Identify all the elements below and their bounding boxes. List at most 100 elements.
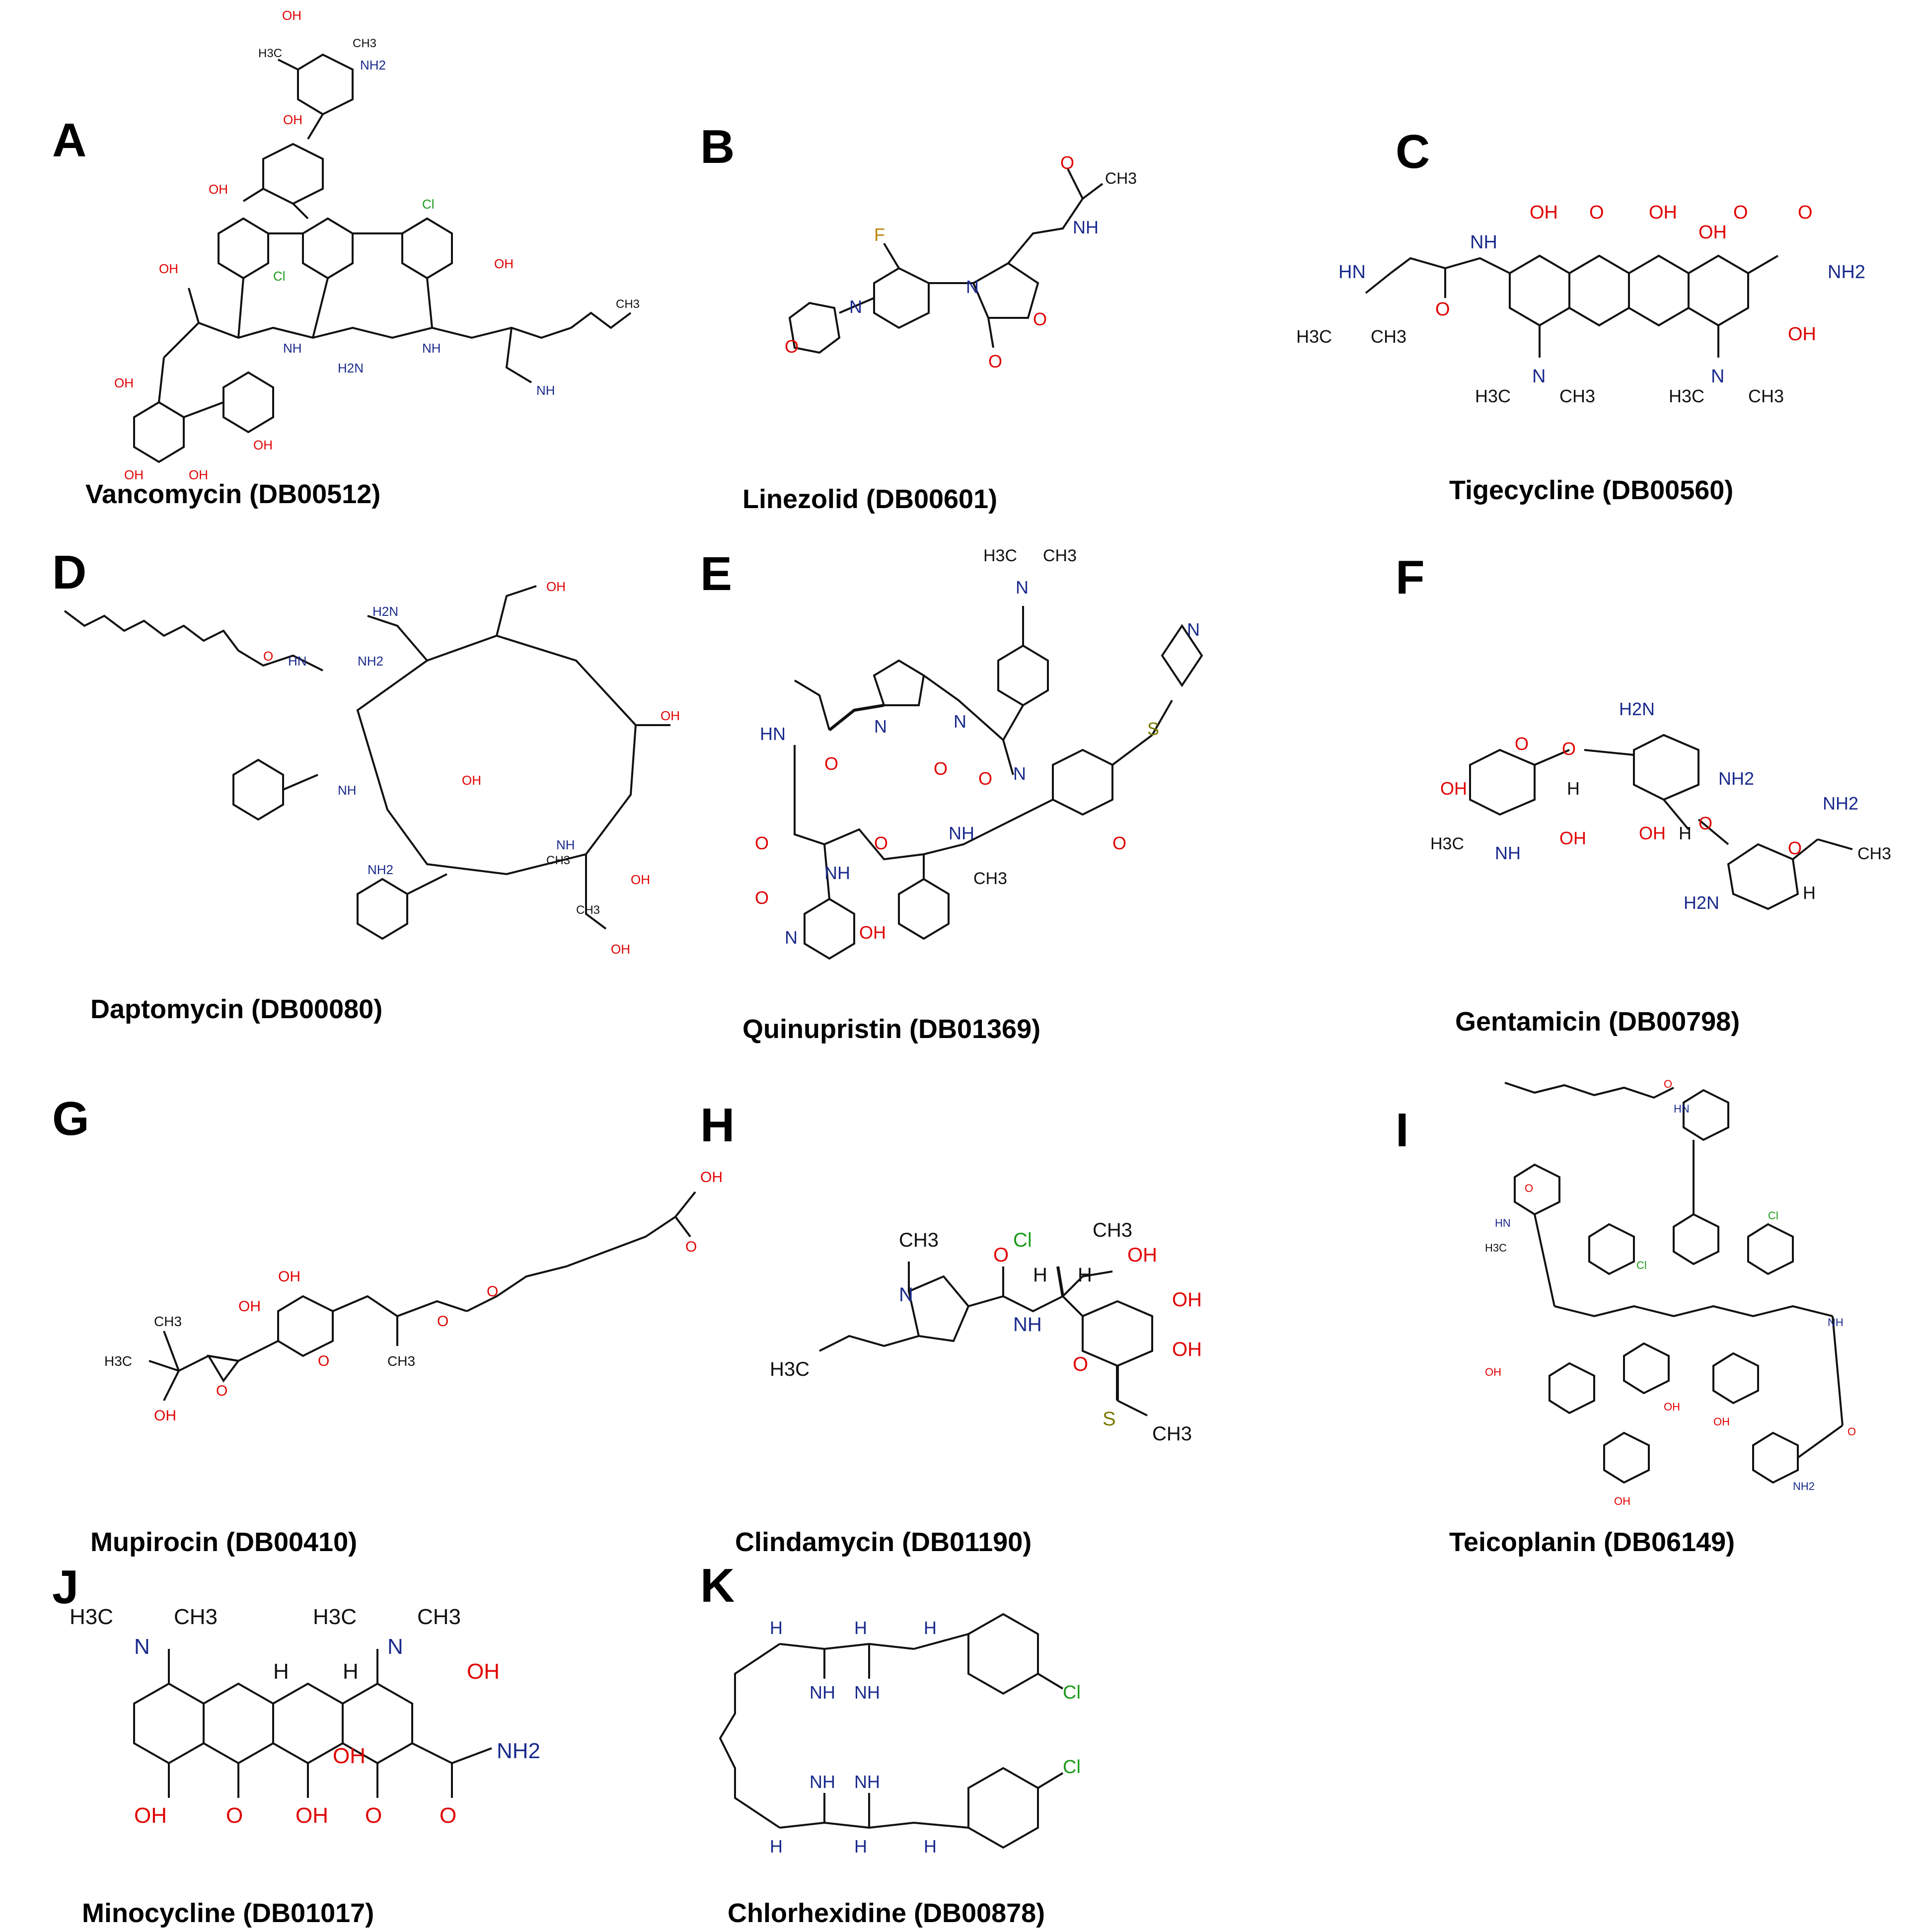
o-label: O <box>988 351 1002 372</box>
o-label: O <box>755 888 769 908</box>
nh2-label: NH2 <box>1828 262 1865 283</box>
n-label: N <box>1532 366 1546 387</box>
h-label: H <box>1567 778 1580 799</box>
panel-letter: J <box>52 1560 79 1614</box>
h3c-label: H3C <box>1430 834 1464 853</box>
cl-label: Cl <box>273 269 286 284</box>
panel-letter: F <box>1396 551 1425 604</box>
nh-label: NH <box>1828 1316 1844 1329</box>
n-label: N <box>1016 577 1029 597</box>
oh-label: OH <box>462 773 481 788</box>
o-label: O <box>263 649 273 664</box>
ch3-label: CH3 <box>1559 386 1595 406</box>
ch3-label: CH3 <box>1093 1219 1132 1241</box>
ho-label: OH <box>1485 1366 1501 1378</box>
cl-label: Cl <box>1063 1682 1081 1703</box>
clindamycin-structure: CH3 N O NH Cl CH3 H H OH OH OH O S CH3 H… <box>770 1219 1202 1445</box>
h-label: H <box>343 1659 359 1684</box>
ch3-label: CH3 <box>353 37 376 50</box>
o-label: O <box>226 1803 243 1828</box>
nh-label: NH <box>422 341 441 356</box>
oh-label: OH <box>282 8 301 23</box>
n-label: N <box>134 1635 150 1659</box>
o-label: O <box>1060 152 1074 173</box>
oh-label: OH <box>1713 1415 1730 1428</box>
panel-caption: Minocycline (DB01017) <box>82 1898 374 1928</box>
cl-label: Cl <box>1636 1259 1647 1271</box>
ho-label: OH <box>1440 778 1467 799</box>
h3c-label: H3C <box>104 1353 132 1369</box>
nh2-label: NH2 <box>1793 1480 1815 1492</box>
ch3-label: CH3 <box>154 1314 182 1329</box>
panel-caption: Vancomycin (DB00512) <box>85 479 381 509</box>
quinupristin-structure: H3C CH3 N N S HN N N O O O N O O O NH NH… <box>755 546 1203 960</box>
mupirocin-structure: OH OH O O O CH3 OH O O CH3 H3C OH <box>104 1169 723 1424</box>
oh-label: OH <box>295 1803 328 1828</box>
nh-label: NH <box>556 837 575 852</box>
hn-label: HN <box>1495 1217 1511 1229</box>
oh-label: OH <box>546 579 566 594</box>
h-label: H <box>1078 1264 1092 1286</box>
n-label: N <box>966 277 979 297</box>
panel-letter: K <box>700 1559 735 1612</box>
ch3-label: CH3 <box>1105 169 1137 187</box>
h3c-label: H3C <box>258 47 282 60</box>
cl-label: Cl <box>1063 1757 1081 1778</box>
nh-label: NH <box>1073 217 1099 237</box>
o-label: O <box>685 1239 697 1255</box>
o-label: O <box>1525 1182 1533 1194</box>
oh-label: OH <box>154 1408 176 1424</box>
nh-label: NH <box>1495 843 1521 863</box>
hn-label: HN <box>1338 262 1366 283</box>
nh2-label: NH2 <box>497 1739 540 1763</box>
h3c-label: H3C <box>313 1605 357 1629</box>
panel-caption: Clindamycin (DB01190) <box>735 1527 1032 1557</box>
cl-label: Cl <box>422 197 435 212</box>
o-label: O <box>1698 813 1712 833</box>
o-label: O <box>440 1803 456 1828</box>
panel-letter: E <box>700 547 733 600</box>
nh2-label: NH2 <box>368 862 393 877</box>
oh-label: OH <box>209 182 228 197</box>
o-label: O <box>1798 202 1813 223</box>
n-label: N <box>387 1635 403 1659</box>
panel-caption: Teicoplanin (DB06149) <box>1449 1527 1735 1557</box>
nh-label: NH <box>854 1682 880 1703</box>
oh-label: OH <box>1639 823 1666 843</box>
cl-label: Cl <box>1768 1209 1778 1222</box>
o-label: O <box>1435 299 1450 320</box>
nh-label: NH <box>283 341 302 356</box>
n-label: N <box>1013 763 1026 784</box>
ch3-label: CH3 <box>1152 1423 1192 1445</box>
f-label: F <box>874 224 885 245</box>
h-label: H <box>1679 823 1692 843</box>
oh-label: OH <box>1172 1289 1202 1311</box>
oh-label: OH <box>494 256 514 271</box>
h2n-label: H2N <box>1619 699 1655 719</box>
nh-label: NH <box>949 823 974 843</box>
oh-label: OH <box>661 708 680 723</box>
oh-label: OH <box>611 942 630 957</box>
h-label: H <box>924 1618 937 1638</box>
ch3-label: CH3 <box>616 297 640 311</box>
o-label: O <box>365 1803 382 1828</box>
oh-label: OH <box>124 467 144 482</box>
nh-label: NH <box>536 383 555 398</box>
n-label: N <box>1711 366 1724 387</box>
minocycline-structure: H3C CH3 N H3C CH3 N H H OH NH2 OH OH O O… <box>70 1605 540 1828</box>
tigecycline-structure: NH HN O OH O OH OH O O NH2 OH H3C CH3 N … <box>1296 202 1865 406</box>
o-label: O <box>1847 1425 1856 1438</box>
n-label: N <box>954 711 966 732</box>
panel-caption: Daptomycin (DB00080) <box>90 994 383 1024</box>
oh-label: OH <box>631 872 650 887</box>
nh2-label: NH2 <box>1718 768 1754 789</box>
panel-caption: Tigecycline (DB00560) <box>1449 475 1734 505</box>
h-label: H <box>1803 883 1816 903</box>
o-label: O <box>1788 838 1802 858</box>
nh-label: NH <box>824 863 850 883</box>
panel-letter: D <box>52 546 87 599</box>
oh-label: OH <box>700 1169 723 1186</box>
o-label: O <box>934 758 948 779</box>
nh-label: NH <box>338 783 357 798</box>
h3c-label: H3C <box>983 546 1017 565</box>
